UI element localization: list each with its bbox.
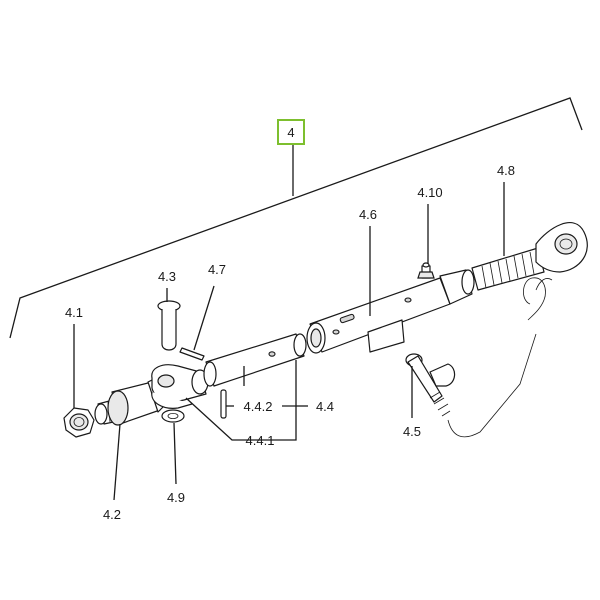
label-4-4[interactable]: 4.4 (316, 399, 334, 414)
assembly-label-text: 4 (287, 125, 294, 140)
part-4-3-pin[interactable] (157, 300, 181, 351)
label-4-10[interactable]: 4.10 (417, 185, 442, 200)
label-4-2[interactable]: 4.2 (103, 507, 121, 522)
part-4-6-tube[interactable] (306, 269, 475, 354)
label-4-4-1[interactable]: 4.4.1 (246, 433, 275, 448)
label-4-5[interactable]: 4.5 (403, 424, 421, 439)
part-4-1-nut[interactable] (63, 407, 95, 438)
label-4-6[interactable]: 4.6 (359, 207, 377, 222)
label-4-9[interactable]: 4.9 (167, 490, 185, 505)
label-4-7[interactable]: 4.7 (208, 262, 226, 277)
part-4-2-coupler[interactable] (94, 375, 167, 426)
part-labels: 4.1 4.2 4.3 4.7 4.9 4.4.2 4.4 4.4.1 4.6 … (65, 163, 515, 522)
part-4-4-2-roll-pin[interactable] (220, 389, 227, 419)
leader-lines (73, 182, 505, 501)
part-4-4-shaft[interactable] (203, 333, 307, 387)
part-4-4-1-yoke[interactable] (151, 364, 209, 409)
part-4-8-ball-end[interactable] (471, 222, 588, 291)
label-4-4-2[interactable]: 4.4.2 (244, 399, 273, 414)
part-4-9-washer[interactable] (161, 409, 185, 423)
label-4-1[interactable]: 4.1 (65, 305, 83, 320)
assembly-label[interactable]: 4 (277, 119, 305, 145)
label-4-3[interactable]: 4.3 (158, 269, 176, 284)
part-4-5-linch-pin[interactable] (405, 277, 553, 438)
assembly-bracket (9, 97, 583, 339)
label-4-8[interactable]: 4.8 (497, 163, 515, 178)
part-4-10-grease-nipple[interactable] (417, 262, 435, 279)
part-4-7-spring-pin[interactable] (179, 347, 205, 361)
